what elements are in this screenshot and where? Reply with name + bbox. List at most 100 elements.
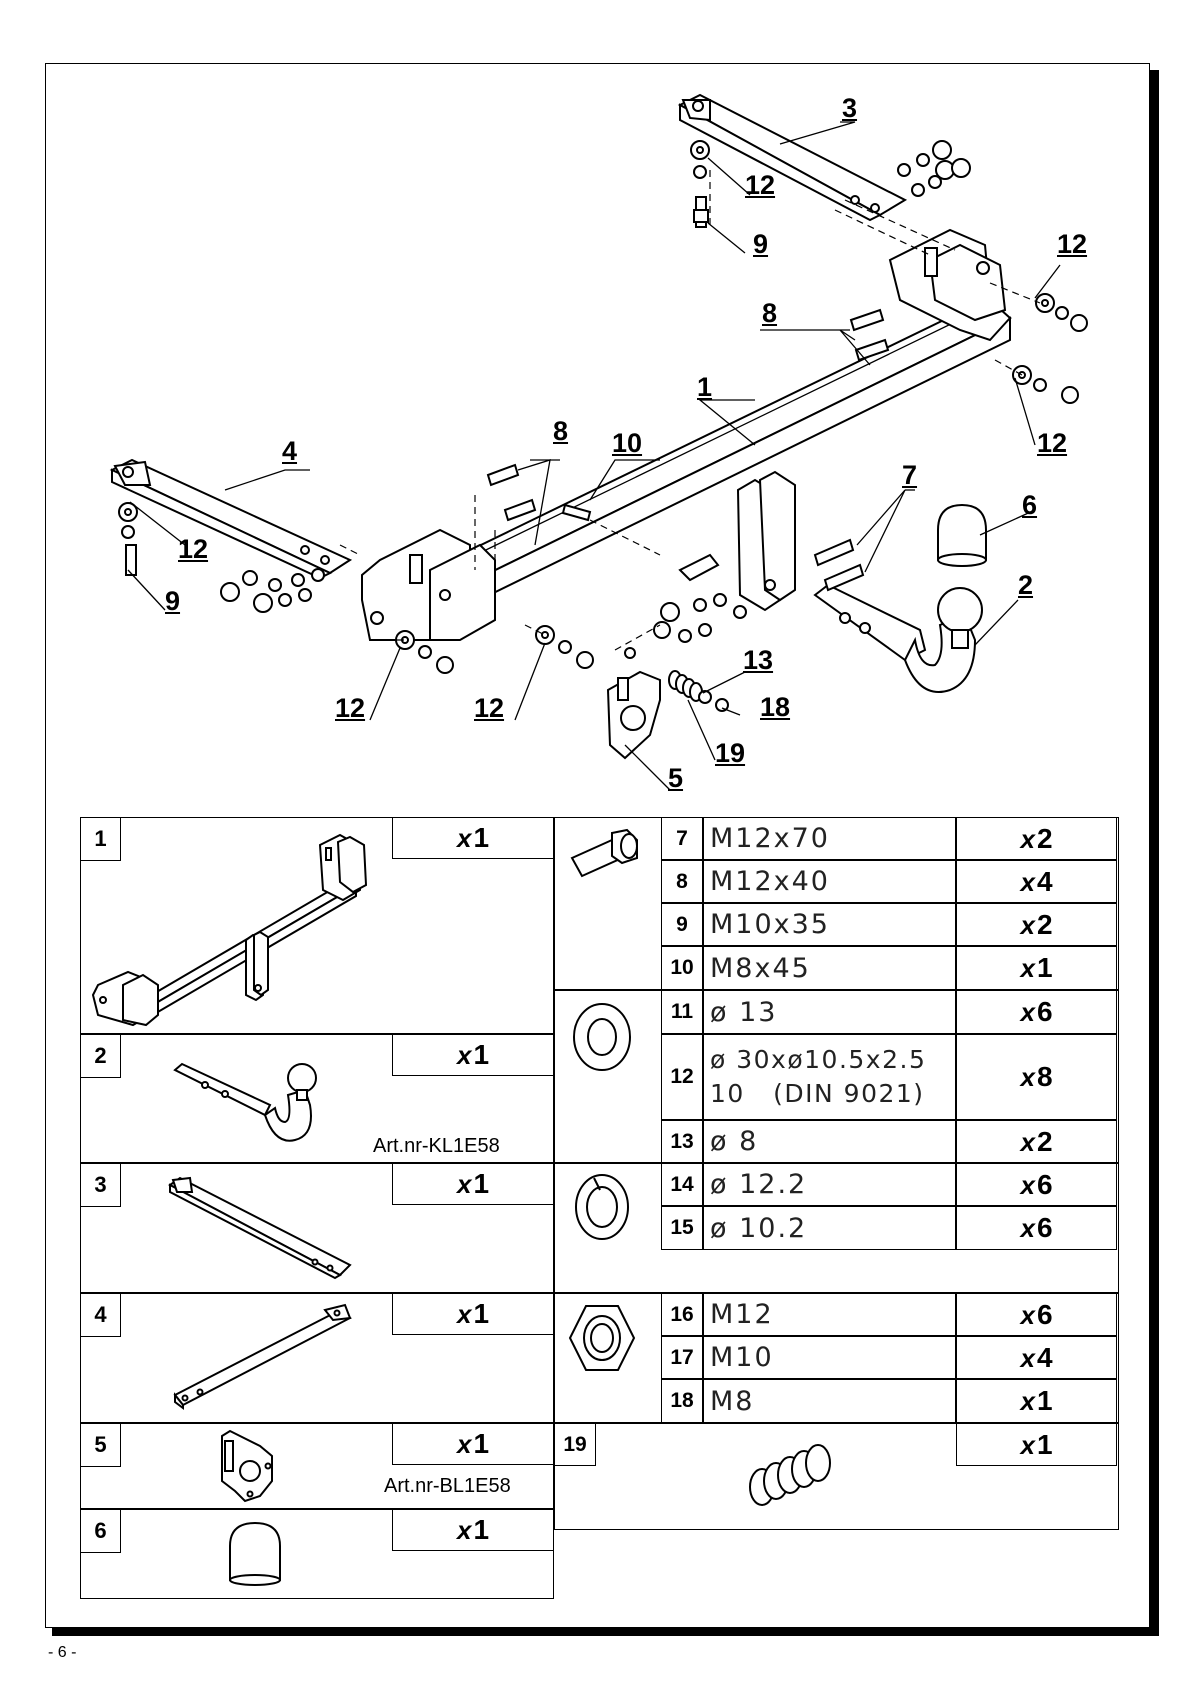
ball-cap-part-6 bbox=[937, 503, 987, 567]
part-number-1: 1 bbox=[80, 817, 121, 861]
ball-cap-thumbnail bbox=[229, 1521, 281, 1586]
callout-8-left: 8 bbox=[553, 416, 569, 446]
callout-10: 10 bbox=[612, 428, 643, 458]
callout-19: 19 bbox=[715, 738, 746, 768]
callout-12-top: 12 bbox=[745, 170, 776, 200]
frame-shadow-bottom bbox=[52, 1628, 1159, 1636]
spring-icon bbox=[749, 1444, 831, 1506]
socket-plate-thumbnail bbox=[221, 1429, 273, 1503]
hardware-spec-18: M8 bbox=[703, 1379, 956, 1423]
hardware-number-19: 19 bbox=[554, 1423, 596, 1466]
spring-group bbox=[554, 1423, 1119, 1530]
towball-thumbnail bbox=[173, 1062, 317, 1142]
hardware-qty-10: x1 bbox=[956, 946, 1117, 990]
arm-4-thumbnail bbox=[173, 1303, 352, 1410]
hardware-spec-16: M12 bbox=[703, 1293, 956, 1336]
callout-6: 6 bbox=[1022, 490, 1038, 520]
hex-nut-icon bbox=[568, 1305, 636, 1371]
arm-3-thumbnail bbox=[168, 1176, 352, 1280]
callout-2: 2 bbox=[1018, 570, 1034, 600]
hardware-qty-8: x4 bbox=[956, 860, 1117, 903]
crossbar-part-1 bbox=[361, 228, 1012, 641]
part-qty-1: x1 bbox=[392, 817, 554, 859]
hardware-number-11: 11 bbox=[661, 990, 703, 1034]
part-number-6: 6 bbox=[80, 1509, 121, 1553]
callout-1: 1 bbox=[697, 372, 713, 402]
callout-13: 13 bbox=[743, 645, 774, 675]
callout-12-right-lower: 12 bbox=[1037, 428, 1068, 458]
spring-washer-icon bbox=[575, 1174, 629, 1240]
hardware-spec-12-line-2: 10 (DIN 9021) bbox=[710, 1079, 925, 1108]
hardware-qty-17: x4 bbox=[956, 1336, 1117, 1379]
hardware-spec-10: M8x45 bbox=[703, 946, 956, 990]
callout-9-top: 9 bbox=[753, 229, 769, 259]
bolts bbox=[125, 196, 890, 592]
hardware-qty-19: x1 bbox=[956, 1423, 1117, 1466]
hardware-qty-16: x6 bbox=[956, 1293, 1117, 1336]
hardware-spec-7: M12x70 bbox=[703, 817, 956, 860]
hardware-number-16: 16 bbox=[661, 1293, 703, 1336]
washers-and-nuts bbox=[118, 140, 1088, 712]
crossbar-thumbnail bbox=[91, 833, 368, 1027]
part-number-4: 4 bbox=[80, 1293, 121, 1337]
hardware-number-10: 10 bbox=[661, 946, 703, 990]
leader-lines bbox=[127, 121, 1061, 791]
frame-shadow-right bbox=[1150, 70, 1159, 1636]
hardware-spec-9: M10x35 bbox=[703, 903, 956, 946]
hardware-spec-12-line-1: ø 30xø10.5x2.5 bbox=[710, 1045, 927, 1075]
callout-9-left: 9 bbox=[165, 586, 181, 616]
page-number: - 6 - bbox=[48, 1644, 77, 1661]
hardware-number-17: 17 bbox=[661, 1336, 703, 1379]
callout-7: 7 bbox=[902, 460, 918, 490]
hardware-spec-14: ø 12.2 bbox=[703, 1163, 956, 1206]
callout-4: 4 bbox=[282, 436, 298, 466]
callout-18: 18 bbox=[760, 692, 791, 722]
hardware-qty-15: x6 bbox=[956, 1206, 1117, 1250]
hardware-spec-17: M10 bbox=[703, 1336, 956, 1379]
hardware-number-13: 13 bbox=[661, 1120, 703, 1163]
exploded-assembly-diagram bbox=[109, 93, 1088, 791]
part-qty-5: x1 bbox=[392, 1423, 554, 1465]
callout-12-right-upper: 12 bbox=[1057, 229, 1088, 259]
hardware-qty-9: x2 bbox=[956, 903, 1117, 946]
arm-part-4 bbox=[109, 458, 353, 580]
callout-3: 3 bbox=[842, 93, 858, 123]
towball-part-2 bbox=[813, 583, 983, 693]
hardware-spec-13: ø 8 bbox=[703, 1120, 956, 1163]
part-number-2: 2 bbox=[80, 1034, 121, 1078]
hardware-number-12: 12 bbox=[661, 1034, 703, 1120]
part-qty-3: x1 bbox=[392, 1163, 554, 1205]
hardware-spec-12: ø 30xø10.5x2.5 10 (DIN 9021) bbox=[703, 1034, 956, 1120]
callout-12-bottom-left: 12 bbox=[335, 693, 366, 723]
part-qty-4: x1 bbox=[392, 1293, 554, 1335]
hardware-number-7: 7 bbox=[661, 817, 703, 860]
part-qty-6: x1 bbox=[392, 1509, 554, 1551]
hardware-spec-11: ø 13 bbox=[703, 990, 956, 1034]
hardware-number-18: 18 bbox=[661, 1379, 703, 1423]
hardware-qty-7: x2 bbox=[956, 817, 1117, 860]
assembly-lines bbox=[339, 170, 1041, 651]
callout-5: 5 bbox=[668, 763, 684, 793]
hardware-number-9: 9 bbox=[661, 903, 703, 946]
bolt-icon bbox=[570, 828, 638, 878]
callout-8-right: 8 bbox=[762, 298, 778, 328]
hardware-number-8: 8 bbox=[661, 860, 703, 903]
hardware-spec-8: M12x40 bbox=[703, 860, 956, 903]
part-number-3: 3 bbox=[80, 1163, 121, 1207]
part-5-article-number: Art.nr-BL1E58 bbox=[384, 1475, 511, 1497]
part-qty-2: x1 bbox=[392, 1034, 554, 1076]
hardware-number-14: 14 bbox=[661, 1163, 703, 1206]
spring-part-19 bbox=[668, 670, 703, 702]
callout-12-bottom-mid: 12 bbox=[474, 693, 505, 723]
hardware-qty-18: x1 bbox=[956, 1379, 1117, 1423]
hardware-qty-11: x6 bbox=[956, 990, 1117, 1034]
arm-part-3 bbox=[677, 93, 908, 222]
flat-washer-icon bbox=[573, 1003, 631, 1071]
socket-plate-part-5 bbox=[606, 670, 661, 760]
hardware-qty-12: x8 bbox=[956, 1034, 1117, 1120]
hardware-number-15: 15 bbox=[661, 1206, 703, 1250]
hardware-spec-15: ø 10.2 bbox=[703, 1206, 956, 1250]
part-2-article-number: Art.nr-KL1E58 bbox=[373, 1135, 500, 1157]
part-number-5: 5 bbox=[80, 1423, 121, 1467]
callout-12-left-arm: 12 bbox=[178, 534, 209, 564]
